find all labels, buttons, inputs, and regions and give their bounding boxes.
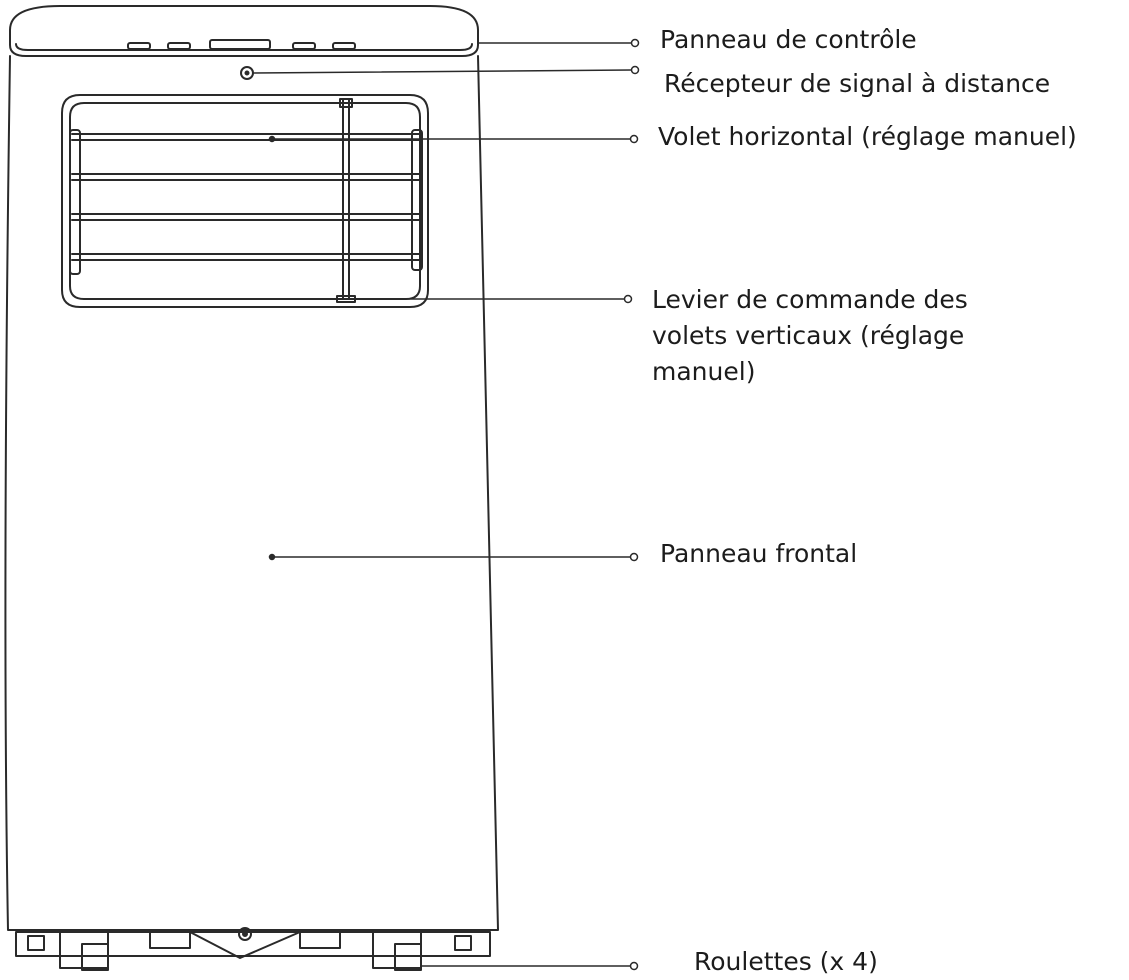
label-vertical-louver-lever: Levier de commande des volets verticaux … xyxy=(652,285,968,386)
leader-casters xyxy=(420,961,639,971)
label-control-panel: Panneau de contrôle xyxy=(660,25,917,54)
label-horizontal-louver: Volet horizontal (réglage manuel) xyxy=(658,122,1077,151)
vertical-louver-lever xyxy=(336,98,356,303)
label-front-panel: Panneau frontal xyxy=(660,539,858,568)
leader-horizontal-louver xyxy=(268,134,639,144)
remote-receiver-icon xyxy=(240,66,254,80)
label-casters: Roulettes (x 4) xyxy=(694,947,878,976)
air-grille xyxy=(61,94,429,308)
base xyxy=(15,927,491,959)
horizontal-louvers xyxy=(69,129,423,275)
control-display xyxy=(209,39,271,50)
leader-control-panel xyxy=(477,38,640,48)
main-body xyxy=(4,55,499,931)
control-button xyxy=(127,42,151,50)
label-remote-receiver: Récepteur de signal à distance xyxy=(664,69,1051,98)
caster-icon xyxy=(59,929,109,971)
leader-remote-receiver xyxy=(252,65,640,75)
control-panel xyxy=(9,5,479,57)
caster-icon xyxy=(372,929,422,971)
leader-front-panel xyxy=(268,552,639,562)
control-button xyxy=(292,42,316,50)
control-button xyxy=(167,42,191,50)
leader-vertical-louver-lever xyxy=(354,294,633,304)
control-button xyxy=(332,42,356,50)
